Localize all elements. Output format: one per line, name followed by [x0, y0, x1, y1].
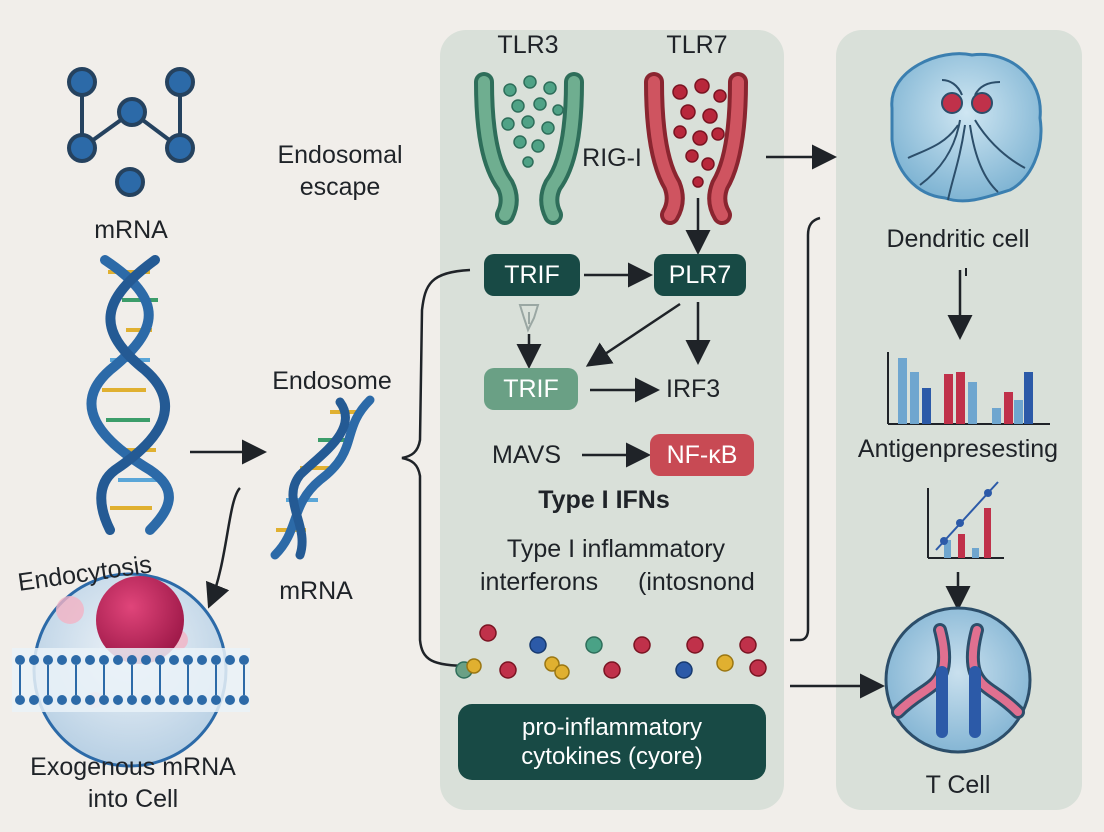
arrow-plr7-to-trif: [585, 302, 681, 367]
intosnond-label: (intosnond: [638, 568, 755, 596]
tlr7-label: TLR7: [666, 31, 728, 59]
antigen-presenting-label: Antigenpresesting: [857, 435, 1059, 463]
mrna-top-label: mRNA: [94, 216, 168, 244]
t-cell-icon: [884, 606, 1032, 754]
bar-chart-icon: [887, 352, 1050, 425]
endosomal-escape-label-2: escape: [299, 173, 381, 201]
exogenous-label-1: Exogenous mRNA: [30, 753, 236, 781]
mavs-label: MAVS: [492, 441, 561, 469]
endosomal-escape-label-1: Endosomal: [277, 141, 403, 169]
irf3-label: IRF3: [666, 375, 721, 403]
arrow-endosome-to-cell: [205, 487, 241, 609]
nfkb-box: NF-κB: [650, 434, 754, 476]
endosome-label: Endosome: [272, 367, 392, 395]
trif-box-top: TRIF: [484, 254, 580, 296]
mrna-molecule-icon: [67, 67, 195, 197]
dendritic-cell-label: Dendritic cell: [886, 225, 1030, 253]
dendritic-cell-icon: [890, 52, 1043, 203]
line-chart-icon: [927, 481, 1004, 559]
type-i-ifns-label: Type I IFNs: [538, 486, 670, 514]
rig-i-label: RIG-I: [582, 144, 642, 172]
exogenous-label-2: into Cell: [87, 785, 179, 813]
t-cell-label: T Cell: [925, 771, 991, 799]
tlr3-receptor-icon: [474, 72, 584, 225]
cytokine-particles-icon: [455, 624, 767, 680]
type-i-inflammatory-label: Type I inflammatory: [506, 535, 726, 563]
mrna-helix-icon: [270, 395, 375, 560]
adapter-glyph-icon: [518, 304, 540, 333]
cytokines-line-2: cytokines (cyore): [521, 743, 703, 770]
interferons-label: interferons: [480, 568, 599, 596]
connector-cytokines-to-dendritic: [790, 216, 821, 642]
cytokines-line-1: pro-inflammatory: [521, 714, 703, 741]
cytokines-box: pro-inflammatory cytokines (cyore): [458, 704, 766, 780]
mrna-mid-label: mRNA: [279, 577, 353, 605]
dna-helix-icon: [86, 255, 174, 535]
tlr7-receptor-icon: [644, 72, 748, 225]
cell-membrane-icon: [12, 572, 250, 768]
trif-box-mid: TRIF: [484, 368, 578, 410]
pathway-brace: [401, 268, 471, 668]
plr7-box: PLR7: [654, 254, 746, 296]
tlr3-label: TLR3: [497, 31, 559, 59]
